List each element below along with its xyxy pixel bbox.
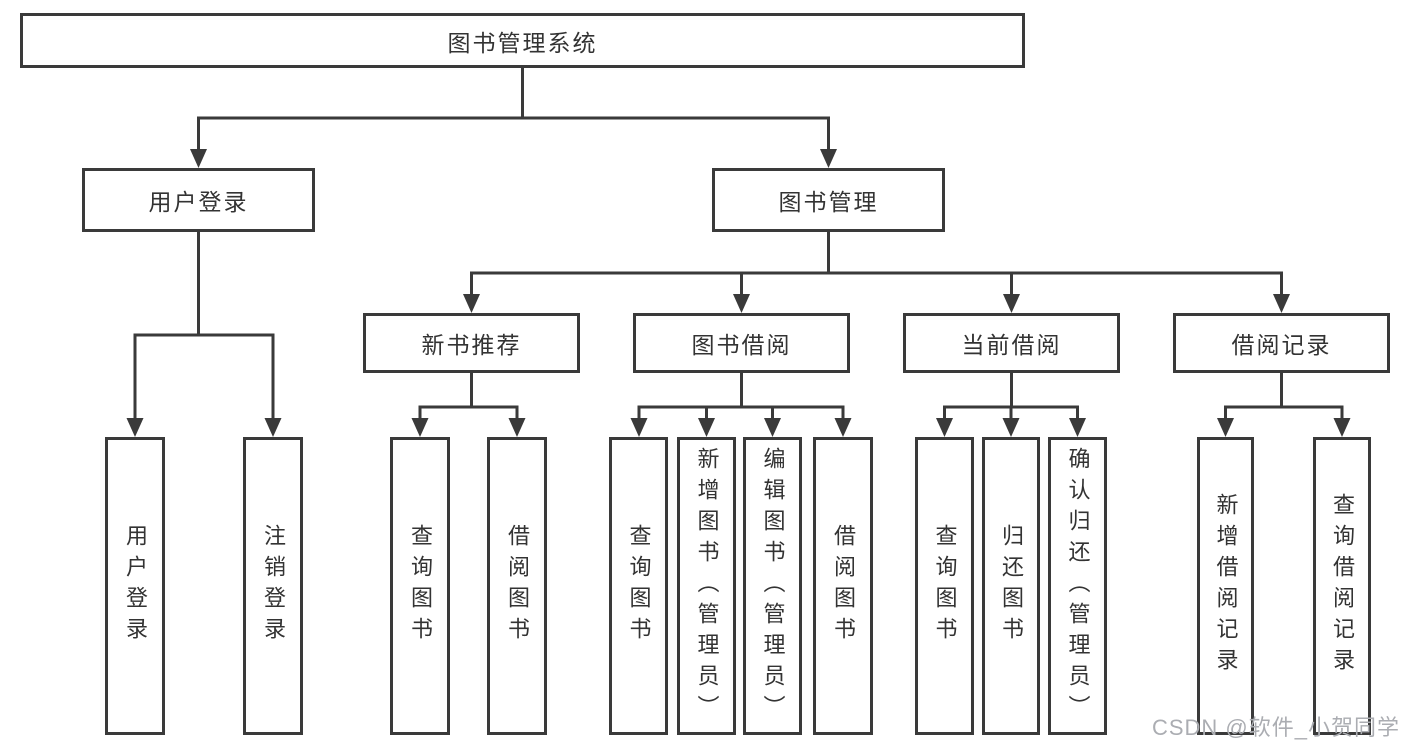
leaf-query-books-1-label: 查询图书 — [408, 524, 433, 648]
leaf-query-borrow-record: 查询借阅记录 — [1313, 437, 1371, 735]
leaf-return-book-label: 归还图书 — [999, 524, 1024, 648]
leaf-query-books-3: 查询图书 — [915, 437, 974, 735]
leaf-borrow-books-1: 借阅图书 — [487, 437, 547, 735]
node-book-management-label: 图书管理 — [778, 189, 879, 215]
leaf-query-books-2-label: 查询图书 — [626, 524, 652, 648]
node-user-login: 用户登录 — [82, 168, 315, 232]
leaf-logout: 注销登录 — [243, 437, 303, 735]
leaf-query-books-2: 查询图书 — [609, 437, 668, 735]
leaf-add-book-admin-label: 新增图书（管理员） — [694, 446, 720, 726]
leaf-borrow-books-2-label: 借阅图书 — [831, 524, 856, 648]
leaf-confirm-return-admin: 确认归还（管理员） — [1048, 437, 1107, 735]
leaf-query-books-3-label: 查询图书 — [932, 524, 958, 648]
node-book-borrowing: 图书借阅 — [633, 313, 850, 373]
node-new-book-recommend: 新书推荐 — [363, 313, 580, 373]
leaf-user-login: 用户登录 — [105, 437, 165, 735]
leaf-user-login-label: 用户登录 — [123, 524, 148, 648]
node-current-borrowing-label: 当前借阅 — [961, 332, 1062, 358]
leaf-logout-label: 注销登录 — [261, 524, 286, 648]
node-current-borrowing: 当前借阅 — [903, 313, 1120, 373]
leaf-add-borrow-record: 新增借阅记录 — [1197, 437, 1254, 735]
leaf-borrow-books-2: 借阅图书 — [813, 437, 873, 735]
node-library-system-label: 图书管理系统 — [447, 29, 598, 56]
node-book-management: 图书管理 — [712, 168, 945, 232]
leaf-return-book: 归还图书 — [982, 437, 1040, 735]
leaf-confirm-return-admin-label: 确认归还（管理员） — [1065, 446, 1091, 726]
csdn-watermark: CSDN @软件_小贺同学 — [1151, 715, 1400, 740]
leaf-borrow-books-1-label: 借阅图书 — [505, 524, 530, 648]
node-borrow-records-label: 借阅记录 — [1231, 332, 1332, 358]
node-book-borrowing-label: 图书借阅 — [691, 332, 792, 358]
node-new-book-recommend-label: 新书推荐 — [421, 332, 522, 358]
leaf-add-borrow-record-label: 新增借阅记录 — [1213, 493, 1239, 679]
node-borrow-records: 借阅记录 — [1173, 313, 1390, 373]
node-library-system: 图书管理系统 — [20, 13, 1025, 68]
leaf-edit-book-admin: 编辑图书（管理员） — [743, 437, 802, 735]
leaf-add-book-admin: 新增图书（管理员） — [677, 437, 736, 735]
leaf-query-borrow-record-label: 查询借阅记录 — [1330, 493, 1355, 679]
leaf-edit-book-admin-label: 编辑图书（管理员） — [760, 446, 786, 726]
leaf-query-books-1: 查询图书 — [390, 437, 450, 735]
node-user-login-label: 用户登录 — [148, 189, 249, 215]
